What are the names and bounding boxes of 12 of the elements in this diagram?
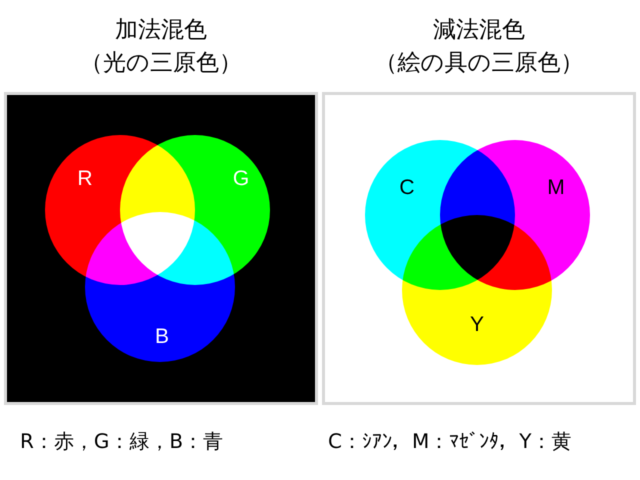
circle-letter: M bbox=[547, 176, 565, 200]
circle-letter: G bbox=[232, 167, 250, 191]
color-key-text: R：赤，G：緑，B：青 bbox=[20, 428, 224, 455]
heading-text: 加法混色 bbox=[114, 16, 208, 45]
circle-letter: B bbox=[155, 325, 169, 349]
circle-letter: C bbox=[399, 176, 415, 200]
heading-text: 減法混色 bbox=[432, 16, 526, 45]
subtitle-text: （光の三原色） bbox=[79, 49, 243, 78]
circle-letter: Y bbox=[470, 313, 484, 337]
color-key-text: C：ｼｱﾝ，M：ﾏｾﾞﾝﾀ，Y：黄 bbox=[328, 428, 572, 455]
circle-letter: R bbox=[77, 167, 93, 191]
subtitle-text: （絵の具の三原色） bbox=[374, 49, 584, 78]
